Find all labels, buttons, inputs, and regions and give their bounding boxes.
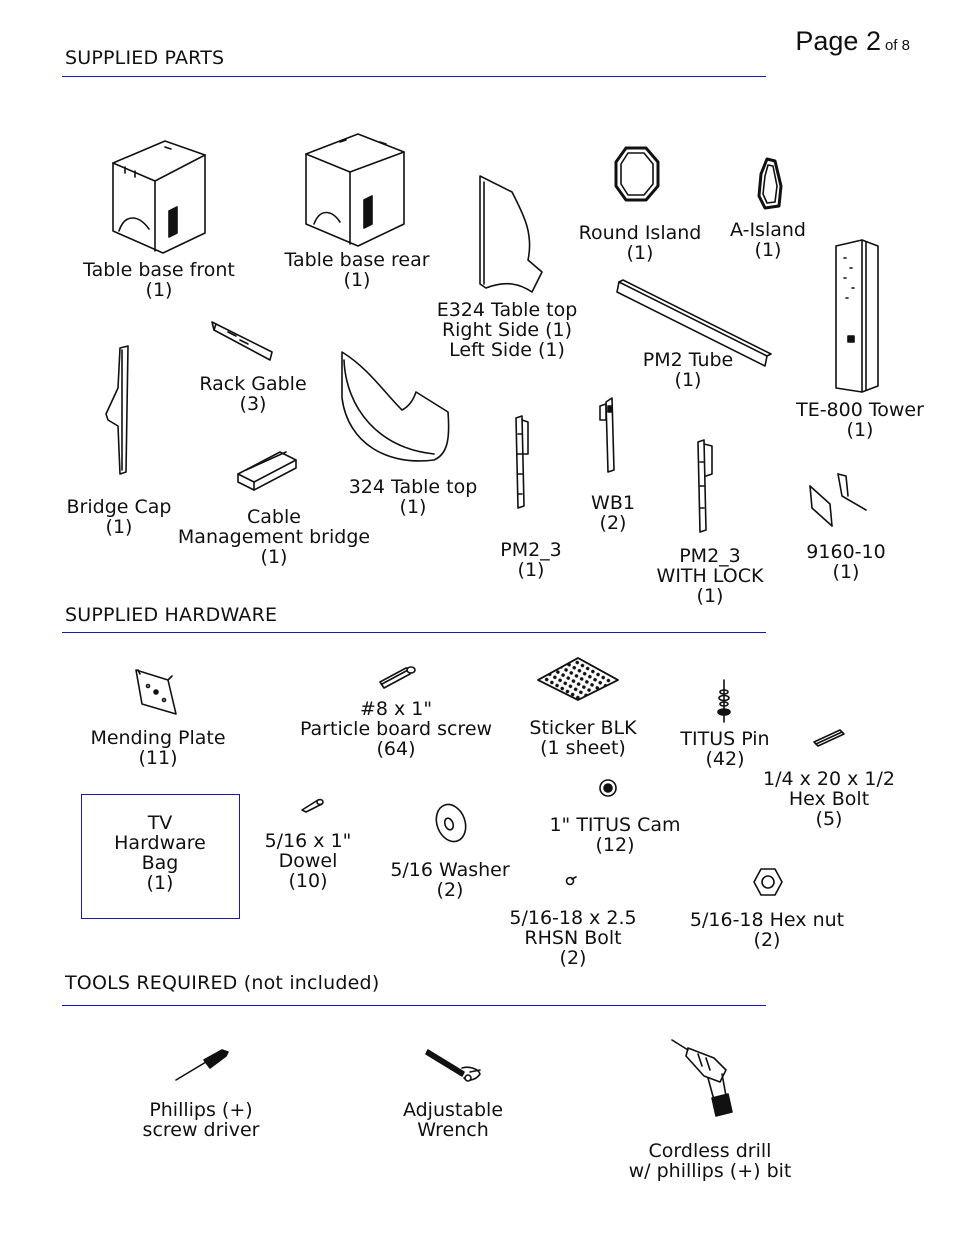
label-table-base-front: Table base front(1)	[83, 259, 235, 301]
a-island-illustration	[757, 157, 783, 210]
adjustable-wrench-illustration	[425, 1049, 481, 1082]
label-phillips-screwdriver: Phillips (+)screw driver	[142, 1099, 260, 1141]
part-9160-10-illustration	[809, 473, 867, 527]
324-table-top-illustration	[341, 351, 450, 462]
label-washer: 5/16 Washer(2)	[390, 859, 510, 901]
round-island-illustration	[614, 146, 660, 202]
label-round-island: Round Island(1)	[578, 222, 702, 264]
label-titus-cam: 1" TITUS Cam(12)	[549, 814, 681, 856]
label-bridge-cap: Bridge Cap(1)	[66, 496, 172, 538]
dowel-illustration	[301, 798, 324, 813]
label-titus-pin: TITUS Pin(42)	[680, 728, 770, 770]
section-title-tools: TOOLS REQUIRED (not included)	[65, 972, 380, 994]
label-a-island: A-Island(1)	[730, 219, 806, 261]
rack-gable-illustration	[211, 321, 273, 361]
label-wb1: WB1(2)	[591, 492, 635, 534]
cordless-drill-illustration	[671, 1039, 733, 1117]
label-hex-nut: 5/16-18 Hex nut(2)	[689, 909, 845, 951]
wb1-illustration	[599, 397, 615, 473]
section-title-parts: SUPPLIED PARTS	[65, 47, 225, 69]
sticker-sheet-illustration	[537, 657, 619, 701]
label-9160-10: 9160-10(1)	[806, 541, 886, 583]
pm2-tube-illustration	[616, 279, 772, 367]
label-pm2-3: PM2_3(1)	[500, 539, 562, 581]
label-324-table-top: 324 Table top(1)	[348, 476, 478, 518]
hex-bolt-illustration	[813, 729, 845, 747]
label-pm2-tube: PM2 Tube(1)	[642, 349, 734, 391]
te-800-tower-illustration	[835, 239, 879, 393]
rhsn-bolt-illustration	[565, 876, 577, 886]
table-base-front-illustration	[112, 140, 206, 254]
label-mending-plate: Mending Plate(11)	[90, 727, 226, 769]
label-particle-board-screw: #8 x 1"Particle board screw(64)	[299, 698, 493, 760]
section-divider	[62, 76, 766, 78]
bridge-cap-illustration	[105, 345, 129, 475]
phillips-screwdriver-illustration	[175, 1049, 229, 1081]
e324-table-top-illustration	[479, 175, 543, 293]
titus-pin-illustration	[717, 679, 731, 723]
hex-nut-illustration	[753, 868, 783, 896]
label-dowel: 5/16 x 1"Dowel(10)	[264, 830, 352, 892]
titus-cam-illustration	[599, 779, 617, 797]
pm2-3-with-lock-illustration	[697, 439, 713, 533]
particle-board-screw-illustration	[379, 666, 416, 689]
label-te-800-tower: TE-800 Tower(1)	[796, 399, 924, 441]
pm2-3-illustration	[515, 415, 529, 509]
table-base-rear-illustration	[305, 133, 405, 247]
section-title-hardware: SUPPLIED HARDWARE	[65, 604, 278, 626]
label-sticker-blk: Sticker BLK(1 sheet)	[529, 717, 637, 759]
section-divider	[62, 632, 766, 634]
washer-illustration	[435, 803, 467, 843]
tv-hardware-bag-box	[81, 794, 240, 919]
cable-management-bridge-illustration	[237, 451, 297, 491]
page-label: Page 2	[795, 26, 881, 56]
label-table-base-rear: Table base rear(1)	[284, 249, 430, 291]
label-rack-gable: Rack Gable(3)	[199, 373, 307, 415]
page-total: of 8	[884, 37, 910, 54]
section-divider	[62, 1005, 766, 1007]
mending-plate-illustration	[135, 669, 177, 715]
